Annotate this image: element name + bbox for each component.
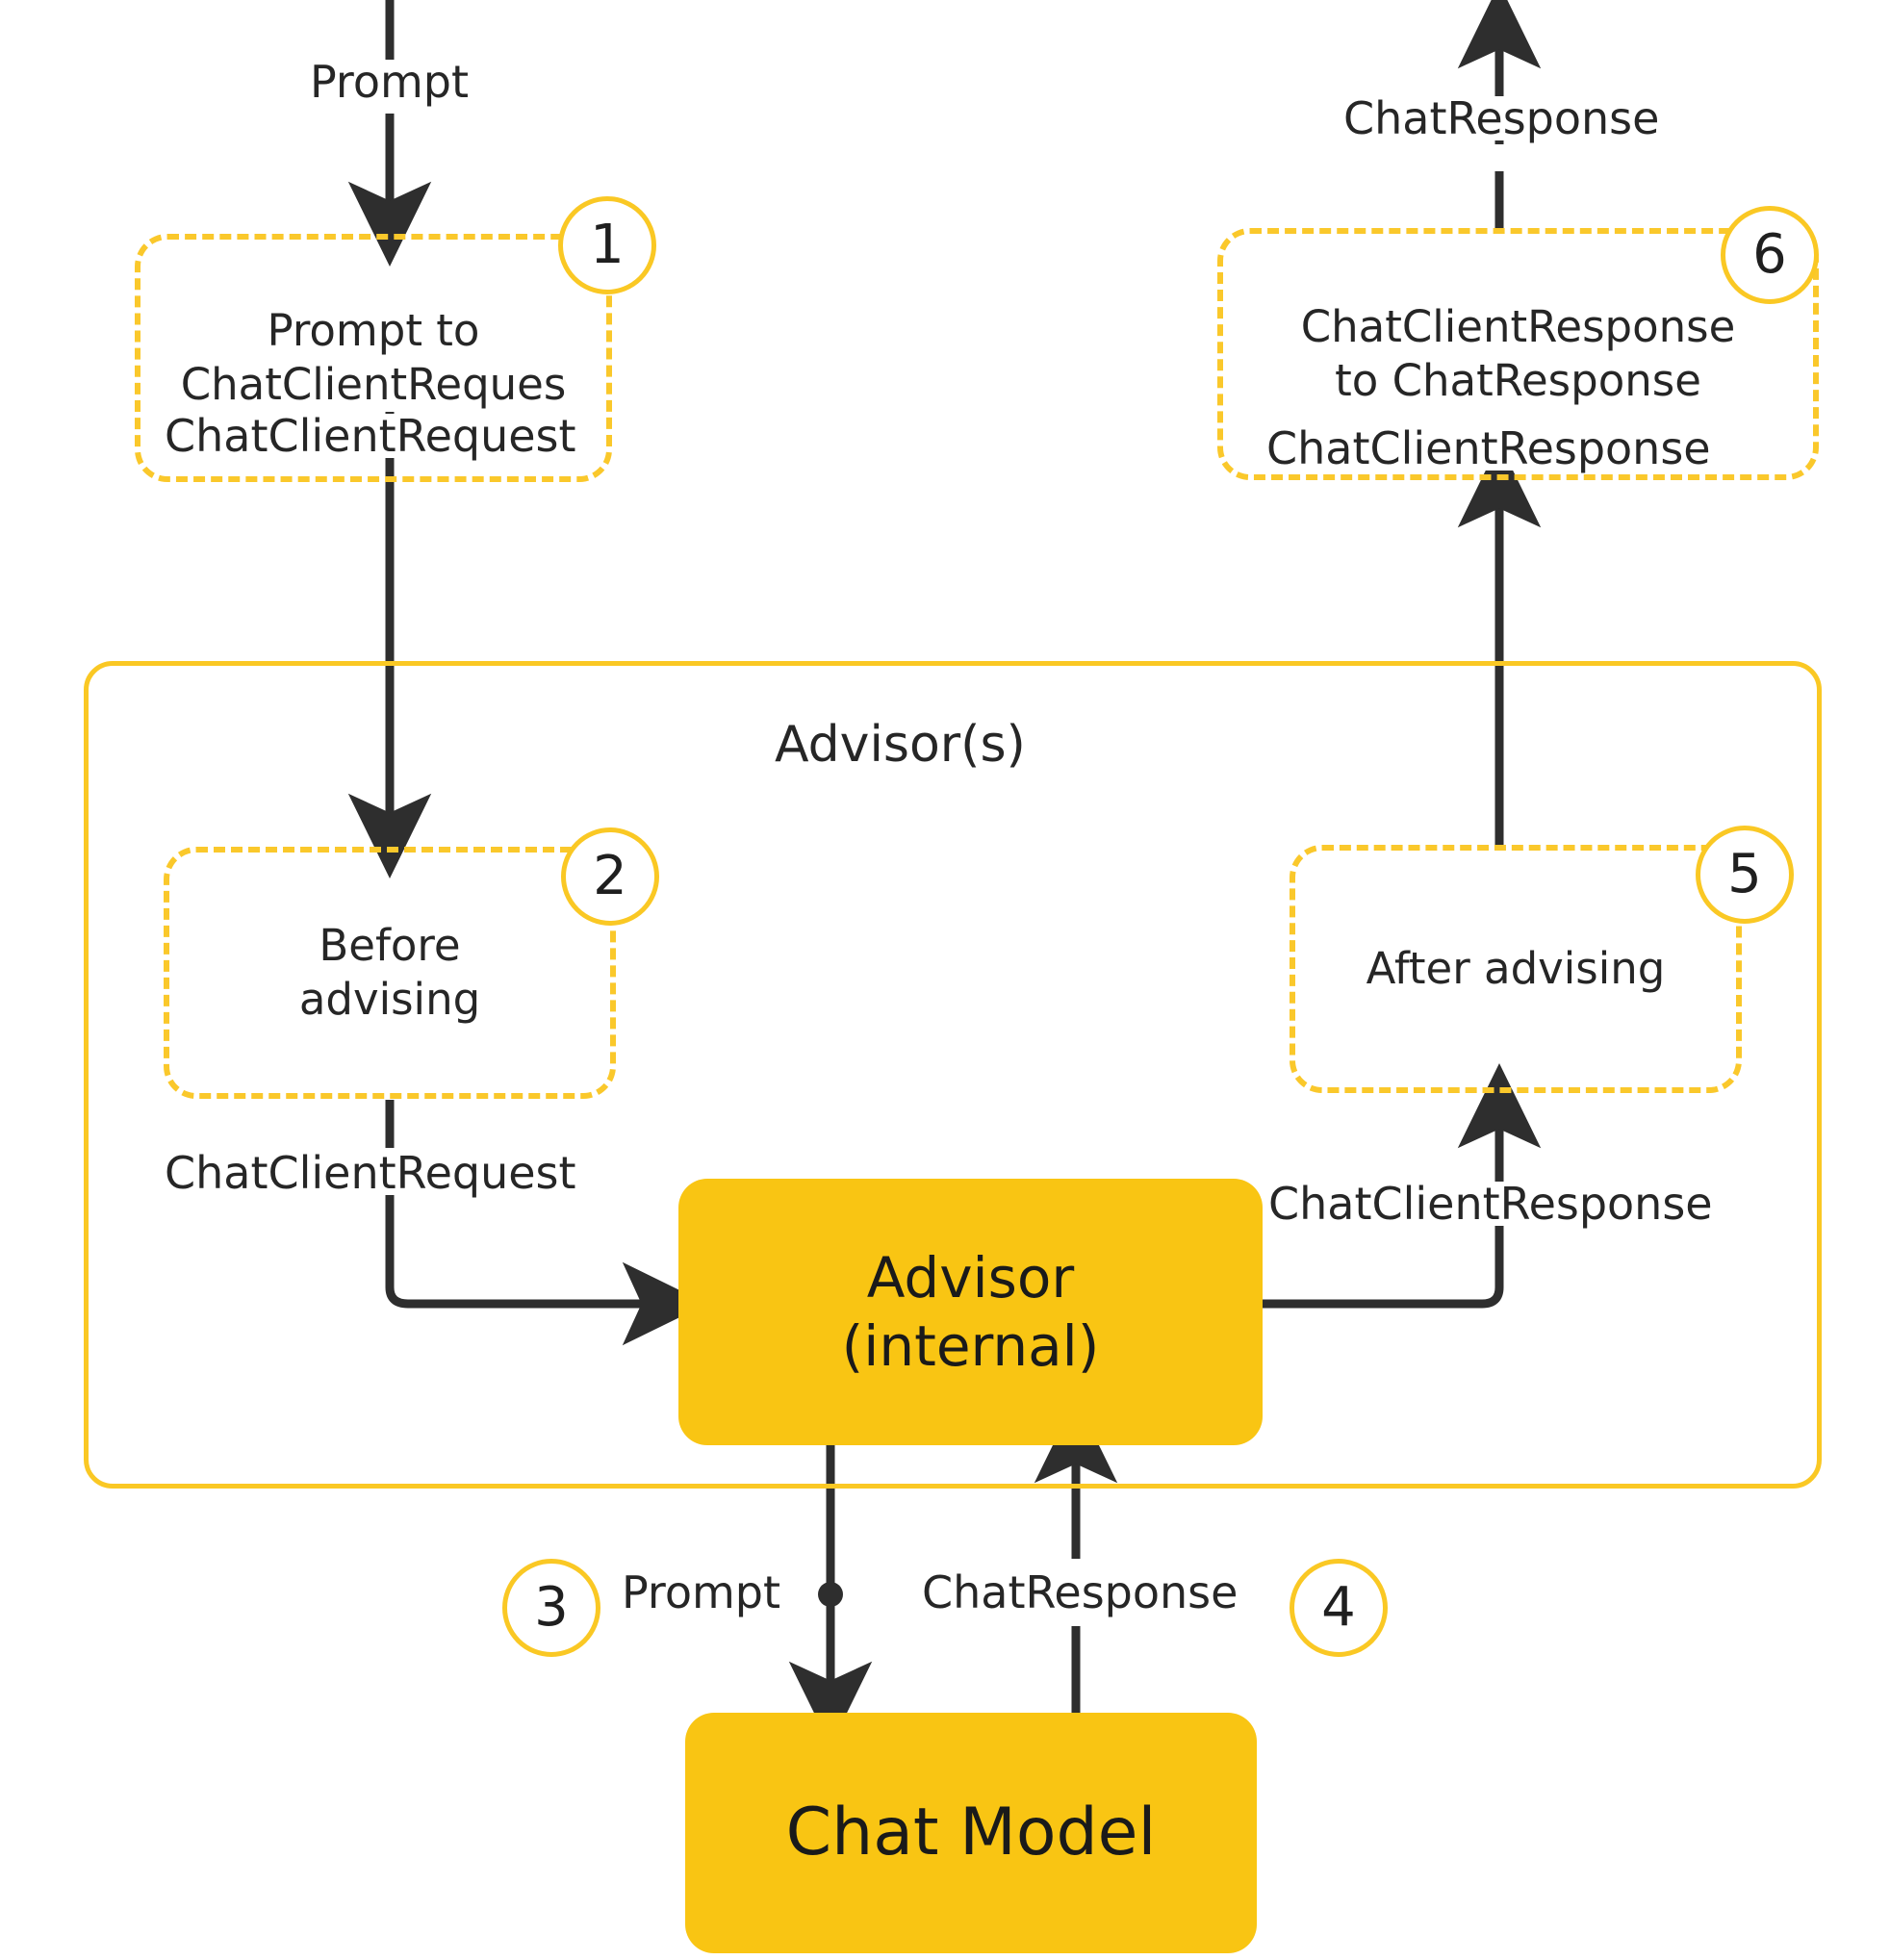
step-box-6-line1: ChatClientResponse [1300,301,1736,353]
step-box-2-line2: advising [298,974,481,1025]
step-box-1[interactable]: Prompt to ChatClientReques [135,234,612,482]
chat-model-label: Chat Model [785,1794,1157,1871]
step-badge-6[interactable]: 6 [1721,206,1819,304]
advisor-internal-line1: Advisor [866,1244,1075,1311]
step-box-6[interactable]: ChatClientResponse to ChatResponse [1217,228,1819,480]
edge-label-ccresponse-mid: ChatClientResponse [1263,1182,1719,1226]
edge-label-ccresponse-top: ChatClientResponse [1261,426,1717,471]
advisor-internal-line2: (internal) [841,1312,1100,1379]
edge-label-prompt-in: Prompt [304,60,475,104]
step-badge-2[interactable]: 2 [561,827,659,926]
advisor-internal-node[interactable]: Advisor (internal) [678,1179,1263,1445]
edge-label-prompt-to-model: Prompt [616,1570,787,1615]
chat-model-node[interactable]: Chat Model [685,1713,1257,1953]
edge-label-ccrequest-mid: ChatClientRequest [159,1151,582,1195]
step-badge-5[interactable]: 5 [1696,826,1794,924]
edge-label-ccrequest-top: ChatClientRequest [159,414,582,458]
edge-junction-dot [818,1582,843,1607]
step-badge-3[interactable]: 3 [502,1559,600,1657]
step-box-5[interactable]: After advising [1290,845,1742,1093]
advisors-container-title: Advisor(s) [775,716,1026,774]
step-badge-4[interactable]: 4 [1290,1559,1388,1657]
edge-label-response-from-model: ChatResponse [916,1570,1244,1615]
step-box-1-line2: ChatClientReques [180,359,567,410]
step-box-2[interactable]: Before advising [164,847,616,1099]
edge-label-chatresponse-out: ChatResponse [1338,96,1666,140]
step-box-1-line1: Prompt to [267,305,480,357]
step-box-6-line2: to ChatResponse [1335,355,1701,406]
step-box-5-line1: After advising [1366,943,1666,995]
step-box-2-line1: Before [319,920,461,972]
step-badge-1[interactable]: 1 [558,196,656,294]
advisors-container [84,661,1822,1489]
